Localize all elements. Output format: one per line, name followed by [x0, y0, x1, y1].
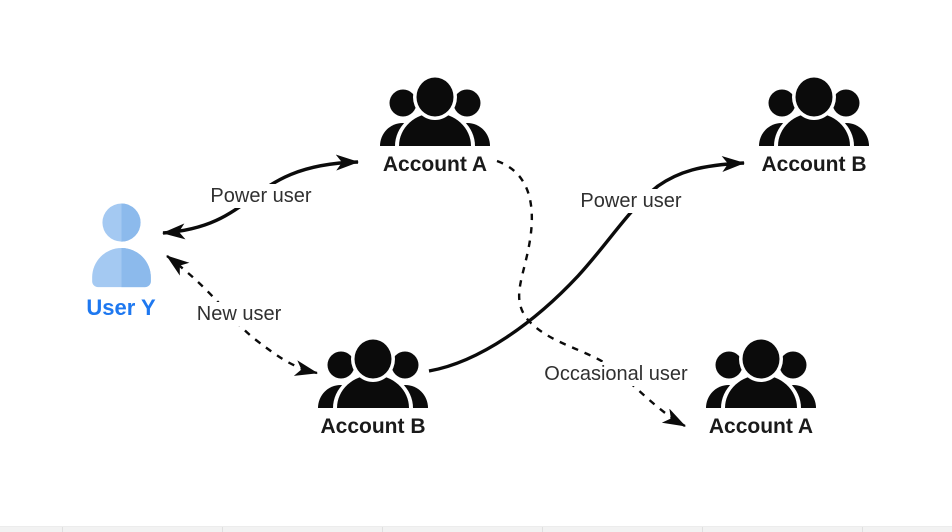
user-icon	[90, 203, 153, 291]
edge-new-user-user-y-to-account-b	[166, 255, 318, 376]
group-icon	[317, 338, 429, 409]
group-icon	[705, 338, 817, 409]
edge-occasional-user-account-a-to-account-a	[496, 159, 686, 428]
group-icon	[379, 76, 491, 147]
account-b-bottom-label: Account B	[320, 415, 426, 438]
node-account-b-top-right[interactable]: Account B	[758, 76, 870, 175]
node-account-a-bottom-right[interactable]: Account A	[705, 338, 817, 437]
account-a-bottom-right-label: Account A	[708, 415, 814, 438]
edge-power-user-account-b-to-account-b	[428, 156, 745, 373]
account-a-top-label: Account A	[382, 153, 488, 176]
group-icon	[758, 76, 870, 147]
edge-label-occasional-user: Occasional user	[540, 362, 692, 386]
edge-label-new-user: New user	[192, 302, 286, 326]
user-y-label: User Y	[86, 295, 156, 320]
node-account-a-top[interactable]: Account A	[379, 76, 491, 175]
edge-label-power-user-left: Power user	[206, 184, 316, 208]
table-edge-strip	[0, 526, 952, 532]
node-user-y[interactable]: User Y	[85, 203, 157, 319]
edge-label-power-user-right: Power user	[576, 189, 686, 213]
account-b-top-right-label: Account B	[761, 153, 867, 176]
node-account-b-bottom[interactable]: Account B	[317, 338, 429, 437]
